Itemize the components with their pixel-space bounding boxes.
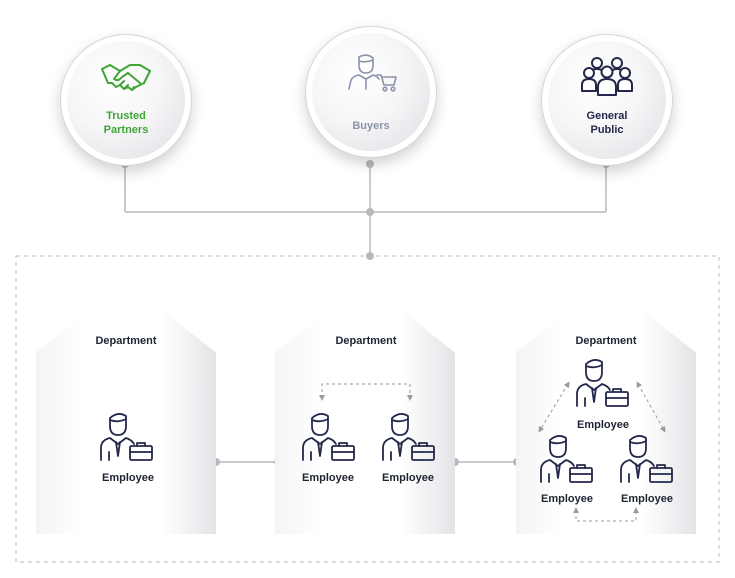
stakeholder-label: Buyers <box>352 120 390 132</box>
employee-label: Employee <box>621 493 673 505</box>
buyer-with-cart-icon <box>348 54 397 92</box>
employee-icon <box>302 413 355 461</box>
stakeholder-label: Partners <box>103 124 149 136</box>
employee-label: Employee <box>382 472 434 484</box>
employee-icon <box>382 413 435 461</box>
collaboration-arrow <box>538 381 570 433</box>
collaboration-arrow <box>636 381 666 433</box>
department-title: Department <box>335 335 397 347</box>
organization-boundary <box>15 255 720 563</box>
connector-dot <box>366 208 374 216</box>
employee-label: Employee <box>102 472 154 484</box>
employee-label: Employee <box>577 419 629 431</box>
connector-dot <box>366 252 374 260</box>
group-of-people-icon <box>581 57 633 96</box>
employee-icon <box>540 435 593 483</box>
employee-icon <box>576 359 629 407</box>
stakeholder-label: Public <box>590 124 624 136</box>
stakeholder-label: General <box>586 110 628 122</box>
employee-icon <box>620 435 673 483</box>
general-public-node: General Public <box>541 34 673 166</box>
employee-label: Employee <box>302 472 354 484</box>
collaboration-arrow <box>319 383 413 401</box>
stakeholder-label: Trusted <box>106 110 146 122</box>
department-title: Department <box>95 335 157 347</box>
collaboration-arrow <box>573 507 639 522</box>
employee-label: Employee <box>541 493 593 505</box>
trusted-partners-node: Trusted Partners <box>60 34 192 166</box>
buyers-node: Buyers <box>305 26 437 158</box>
connector-dot <box>366 160 374 168</box>
employee-icon <box>100 413 153 461</box>
handshake-icon <box>101 64 151 91</box>
department-title: Department <box>575 335 637 347</box>
